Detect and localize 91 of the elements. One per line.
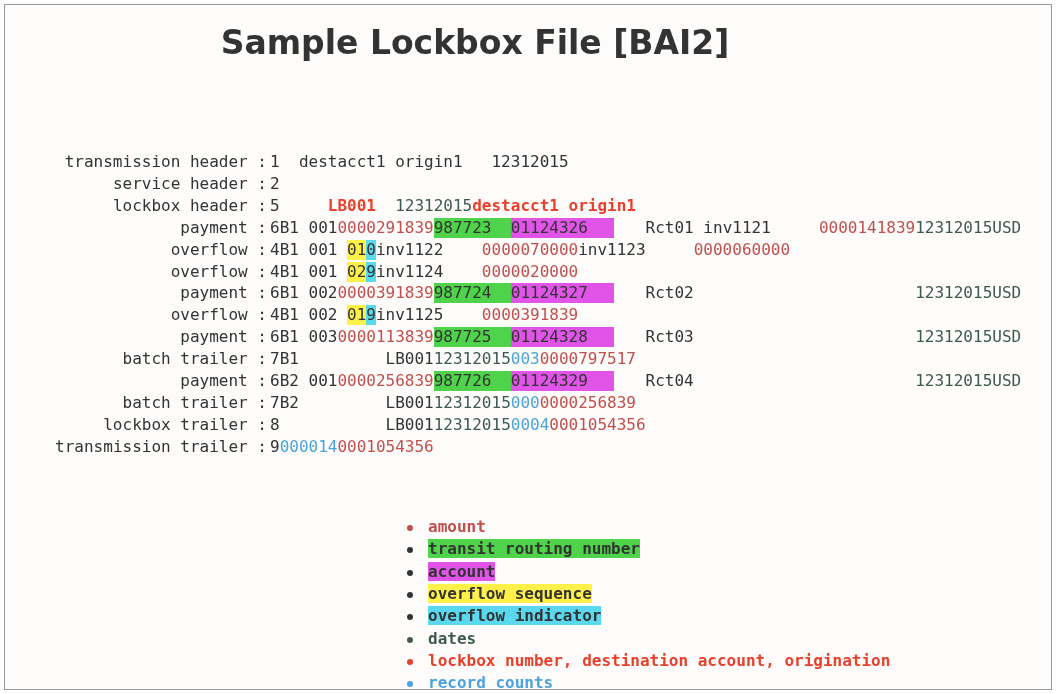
amount-text: 0001054356: [549, 414, 646, 435]
legend-entry: overflow sequence: [428, 583, 592, 604]
routing-number-text: 987723: [433, 217, 511, 238]
date-text: 12312015: [433, 392, 511, 413]
record-field-text: 8: [270, 414, 280, 435]
record-field-text: Rct02: [645, 283, 694, 304]
record-count-text: 000: [510, 392, 540, 413]
record-type-label: payment :: [180, 217, 267, 238]
record-type-label: overflow :: [170, 305, 267, 326]
record-field-text: inv1125: [375, 305, 444, 326]
overflow-sequence-text: 01: [347, 239, 367, 260]
routing-number-text: 987726: [433, 371, 511, 391]
record-field-text: 6B1 001: [270, 217, 338, 238]
record-field-text: 4B1 002: [270, 305, 338, 326]
record-field-text: LB001: [385, 349, 434, 370]
record-type-label: transmission header :: [64, 152, 267, 172]
record-field-text: 12312015: [491, 152, 569, 172]
amount-text: 0001054356: [337, 436, 434, 457]
legend-entry: account: [428, 561, 496, 582]
record-type-label: payment :: [180, 327, 267, 348]
record-type-label: overflow :: [170, 239, 267, 260]
amount-text: 0000141839: [818, 217, 916, 238]
record-field-text: 1: [270, 152, 280, 172]
slide-title: Sample Lockbox File [BAI2]: [219, 23, 731, 62]
record-field-text: Rct03: [645, 327, 694, 348]
record-type-label: payment :: [180, 283, 267, 304]
legend-entry: overflow indicator: [428, 606, 602, 627]
record-type-label: lockbox trailer :: [103, 414, 267, 435]
record-type-label: service header :: [112, 173, 267, 194]
amount-text: 0000020000: [481, 261, 579, 282]
amount-text: 0000797517: [539, 349, 636, 370]
overflow-sequence-text: 01: [347, 305, 367, 326]
date-text: 12312015USD: [915, 217, 1022, 238]
amount-text: 0000256839: [337, 371, 434, 391]
account-text: 01124329: [510, 371, 614, 391]
record-field-text: 7B1: [270, 349, 299, 370]
record-field-text: 9: [270, 436, 280, 457]
amount-text: 0000256839: [539, 392, 636, 413]
routing-number-text: 987725: [433, 327, 511, 348]
date-text: 12312015USD: [915, 371, 1022, 391]
amount-text: 0000391839: [337, 283, 434, 304]
record-field-text: Rct04: [645, 371, 694, 391]
record-type-label: batch trailer :: [122, 392, 267, 413]
record-field-text: 6B1 002: [270, 283, 338, 304]
overflow-indicator-text: 0: [366, 239, 376, 260]
record-field-text: inv1124: [375, 261, 444, 282]
lockbox-number-text: destacct1 origin1: [472, 195, 636, 216]
legend-entry: record counts: [428, 673, 554, 689]
record-field-text: 4B1 001: [270, 261, 338, 282]
record-field-text: 2: [270, 173, 280, 194]
record-field-text: Rct01 inv1121: [645, 217, 771, 238]
account-text: 01124328: [510, 327, 614, 348]
record-field-text: LB001: [385, 392, 434, 413]
record-type-label: payment :: [180, 371, 267, 391]
date-text: 12312015: [433, 349, 511, 370]
record-field-text: LB001: [385, 414, 434, 435]
routing-number-text: 987724: [433, 283, 511, 304]
record-count-text: 003: [510, 349, 540, 370]
legend-entry: transit routing number: [428, 539, 640, 560]
record-field-text: 6B2 001: [270, 371, 338, 391]
account-text: 01124327: [510, 283, 614, 304]
date-text: 12312015USD: [915, 283, 1022, 304]
record-type-label: transmission trailer :: [55, 436, 267, 457]
overflow-sequence-text: 02: [347, 261, 367, 282]
amount-text: 0000291839: [337, 217, 434, 238]
amount-text: 0000113839: [337, 327, 434, 348]
overflow-indicator-text: 9: [366, 305, 376, 326]
record-count-text: 0004: [510, 414, 550, 435]
record-field-text: 5: [270, 195, 280, 216]
record-field-text: 6B1 003: [270, 327, 338, 348]
amount-text: 0000070000: [481, 239, 579, 260]
record-count-text: 000014: [279, 436, 338, 457]
record-field-text: 7B2: [270, 392, 299, 413]
record-field-text: inv1123: [578, 239, 646, 260]
overflow-indicator-text: 9: [366, 261, 376, 282]
legend-entry: amount: [428, 517, 486, 537]
account-text: 01124326: [510, 217, 614, 238]
amount-text: 0000060000: [693, 239, 791, 260]
legend-entry: dates: [428, 628, 477, 649]
record-field-text: inv1122: [375, 239, 444, 260]
lockbox-number-text: LB001: [327, 195, 376, 216]
date-text: 12312015: [433, 414, 511, 435]
amount-text: 0000391839: [481, 305, 579, 326]
record-type-label: overflow :: [170, 261, 267, 282]
date-text: 12312015USD: [915, 327, 1022, 348]
date-text: 12312015: [395, 195, 473, 216]
record-field-text: destacct1 origin1: [298, 152, 463, 172]
record-type-label: lockbox header :: [112, 195, 267, 216]
record-type-label: batch trailer :: [122, 349, 267, 370]
legend-entry: lockbox number, destination account, origination: [428, 650, 891, 671]
record-field-text: 4B1 001: [270, 239, 338, 260]
